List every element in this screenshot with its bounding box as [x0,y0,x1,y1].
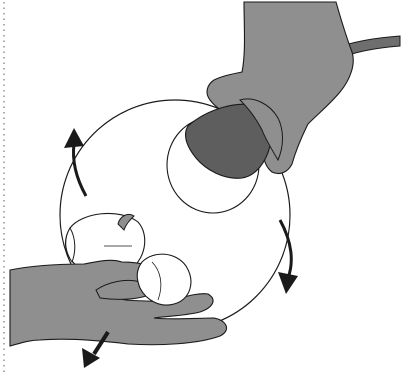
rotate-arrow-down-right-head [278,272,298,294]
rotate-arrow-up-left-head [64,128,84,148]
